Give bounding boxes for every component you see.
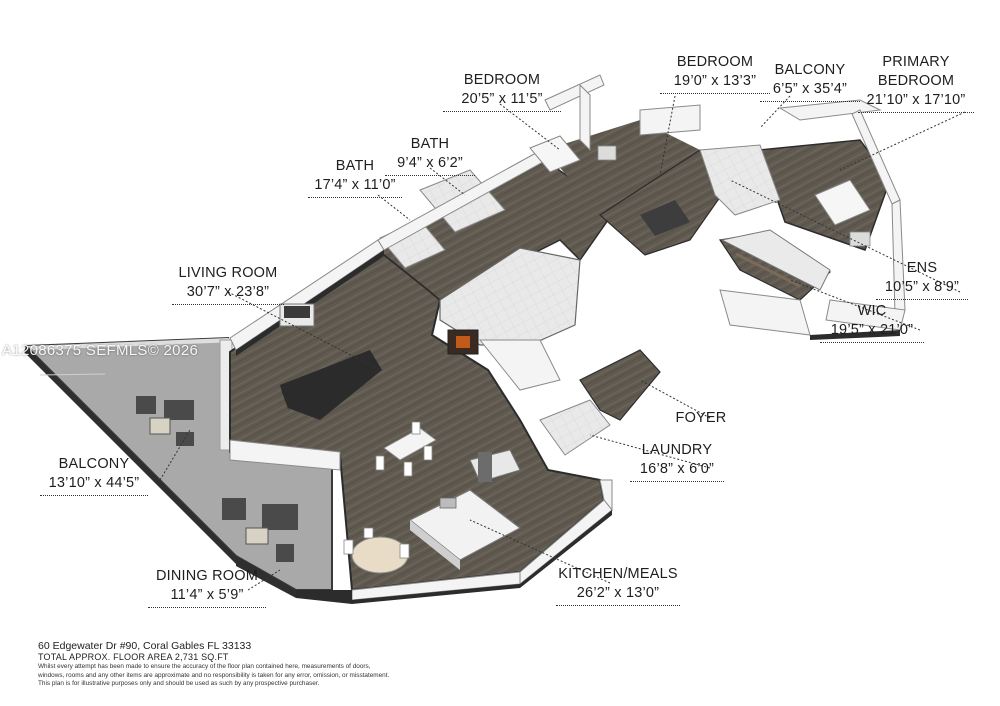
room-dimensions: 30’7” x 23’8” <box>172 283 284 305</box>
room-name: WIC <box>857 303 887 319</box>
room-dimensions: 10’5” x 8’9” <box>876 278 968 300</box>
room-dimensions: 19’5” x 21’0” <box>820 321 924 343</box>
room-name: BEDROOM <box>463 72 541 88</box>
bed-bedroom-2 <box>529 135 617 173</box>
label-balcony-small: BALCONY 6’5” x 35’4” <box>760 61 860 102</box>
room-name: BEDROOM <box>676 54 754 70</box>
label-bath-1: BATH 17’4” x 11’0” <box>308 157 402 198</box>
label-bedroom-3: BEDROOM 19’0” x 13’3” <box>660 53 770 94</box>
room-dimensions: 26’2” x 13’0” <box>556 584 680 606</box>
room-dimensions: 6’5” x 35’4” <box>760 80 860 102</box>
property-address: 60 Edgewater Dr #90, Coral Gables FL 331… <box>38 640 252 652</box>
wic-shelves <box>720 229 831 291</box>
mls-watermark: A12086375 SEFMLS© 2026 <box>2 342 199 359</box>
bed-primary <box>814 179 871 247</box>
label-living-room: LIVING ROOM 30’7” x 23’8” <box>172 264 284 305</box>
room-name: DINING ROOM <box>155 568 259 584</box>
label-bedroom-2: BEDROOM 20’5” x 11’5” <box>443 71 561 112</box>
tv-console <box>279 303 315 327</box>
balcony-large-area <box>23 336 333 598</box>
dining-table <box>375 421 437 477</box>
room-dimensions: 13’10” x 44’5” <box>40 474 148 496</box>
label-laundry: LAUNDRY 16’8” x 6’0” <box>630 441 724 482</box>
label-primary-bedroom: PRIMARY BEDROOM 21’10” x 17’10” <box>858 53 974 113</box>
balcony-furniture <box>136 396 298 562</box>
room-dimensions: 19’0” x 13’3” <box>660 72 770 94</box>
label-wic: WIC 19’5” x 21’0” <box>820 302 924 343</box>
room-name: LIVING ROOM <box>178 265 278 281</box>
label-dining-room: DINING ROOM 11’4” x 5’9” <box>148 567 266 608</box>
room-name: BATH <box>410 136 450 152</box>
room-dimensions: 9’4” x 6’2” <box>385 154 475 176</box>
disclaimer-line: Whilst every attempt has been made to en… <box>38 663 371 670</box>
label-kitchen: KITCHEN/MEALS 26’2” x 13’0” <box>556 565 680 606</box>
room-name: FOYER <box>675 410 727 426</box>
label-foyer: FOYER <box>666 409 736 428</box>
round-dining-table <box>343 527 410 574</box>
footer: 60 Edgewater Dr #90, Coral Gables FL 331… <box>38 640 389 689</box>
wall-shadows <box>236 250 900 604</box>
walls <box>229 74 906 601</box>
room-name: LAUNDRY <box>641 442 713 458</box>
label-balcony-large: BALCONY 13’10” x 44’5” <box>40 455 148 496</box>
bed-bedroom-3 <box>640 200 690 236</box>
room-name: BATH <box>335 158 375 174</box>
kitchen-counter <box>469 449 521 483</box>
label-bath-2: BATH 9’4” x 6’2” <box>385 135 475 176</box>
room-dimensions: 21’10” x 17’10” <box>858 91 974 113</box>
fireplace <box>447 329 479 355</box>
sofa <box>280 350 382 420</box>
kitchen-island <box>408 489 522 570</box>
disclaimer-line: windows, rooms and any other items are a… <box>38 671 390 679</box>
room-dimensions: 11’4” x 5’9” <box>148 586 266 608</box>
room-dimensions: 17’4” x 11’0” <box>308 176 402 198</box>
room-name: PRIMARY BEDROOM <box>877 54 955 89</box>
room-dimensions: 20’5” x 11’5” <box>443 90 561 112</box>
disclaimer-line: This plan is for illustrative purposes o… <box>38 680 320 687</box>
total-floor-area: TOTAL APPROX. FLOOR AREA 2,731 SQ.FT <box>38 652 229 662</box>
label-ens: ENS 10’5” x 8’9” <box>876 259 968 300</box>
room-name: ENS <box>906 260 938 276</box>
room-name: BALCONY <box>774 62 846 78</box>
room-name: KITCHEN/MEALS <box>558 566 678 582</box>
room-name: BALCONY <box>58 456 130 472</box>
room-dimensions: 16’8” x 6’0” <box>630 460 724 482</box>
